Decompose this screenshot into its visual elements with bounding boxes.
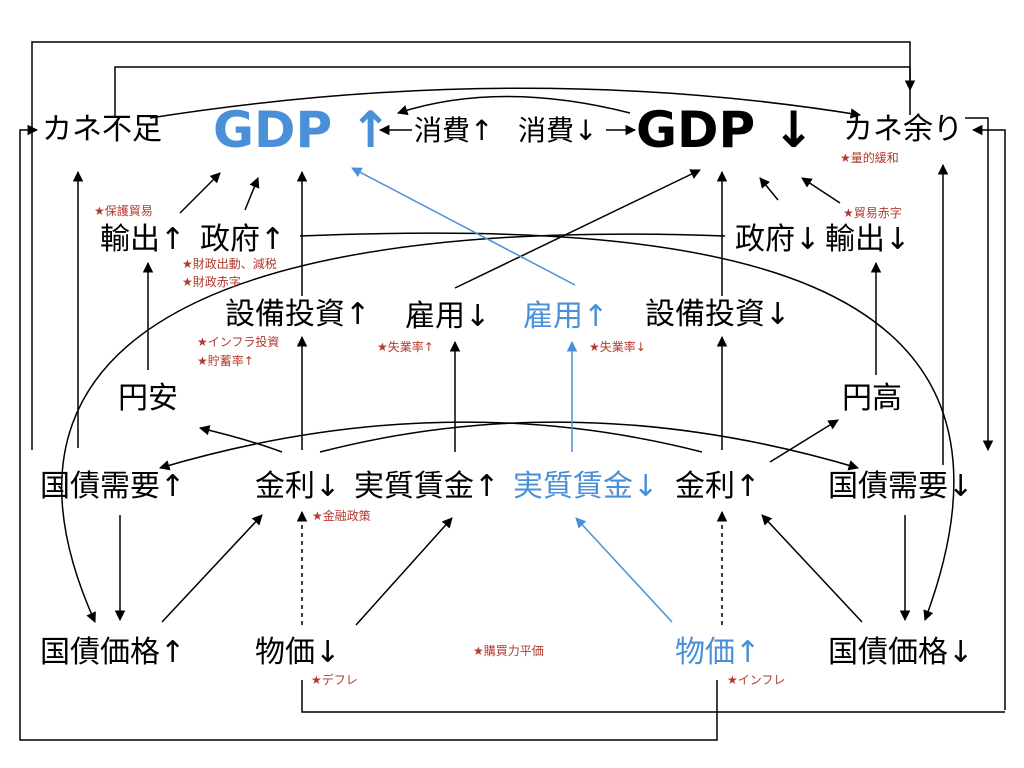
node-kokusai-juyo-up: 国債需要↑ (40, 469, 186, 504)
node-kinri-up: 金利↑ (675, 469, 761, 504)
loop-outer-top (31, 41, 916, 450)
node-kokusai-juyo-down: 国債需要↓ (828, 469, 974, 504)
loop-bottom-inner (301, 680, 1005, 713)
annotation-infura: ★インフラ投資 (197, 335, 280, 349)
node-gdp-down: GDP ↓ (636, 101, 815, 159)
node-koyo-up: 雇用↑ (523, 299, 609, 334)
arrow-bukka-up-to-jisshitsu-down (575, 517, 673, 623)
arrow-kakaku-down-to-kinri-up (761, 514, 863, 623)
node-gdp-up: GDP ↑ (213, 101, 392, 159)
annotation-boeki-akaji: ★貿易赤字 (843, 206, 902, 220)
arrow-seifu-to-gdp-up (244, 177, 260, 211)
node-bukka-down: 物価↓ (255, 635, 341, 670)
annotation-shitsugyo-down: ★失業率↓ (589, 340, 646, 354)
curve-kinri-down-to-kokusai-juyo-down (319, 421, 860, 471)
node-shohi-up: 消費↑ (414, 114, 494, 147)
annotation-kobairyoku: ★購買力平価 (473, 644, 544, 658)
annotation-infure: ★インフレ (727, 673, 786, 687)
annotation-shitsugyo-up: ★失業率↑ (377, 340, 434, 354)
curve-seifu-up-to-kokusai-kakaku-down (299, 232, 955, 621)
node-kokusai-kakaku-up: 国債価格↑ (40, 635, 186, 670)
annotation-chochiku: ★貯蓄率↑ (197, 354, 254, 368)
curve-gdp-down-to-gdp-up (397, 95, 631, 116)
arrow-koyo-down-to-gdp-down (454, 169, 701, 289)
node-enyasu: 円安 (118, 381, 178, 416)
node-koyo-down: 雇用↓ (405, 299, 491, 334)
node-shohi-down: 消費↓ (518, 114, 598, 147)
node-setsubi-up: 設備投資↑ (225, 297, 371, 332)
annotation-defure: ★デフレ (311, 673, 358, 687)
arrow-yushutsu-to-gdp-up (179, 172, 221, 214)
node-jisshitsu-down: 実質賃金↓ (513, 469, 659, 504)
annotation-zaisei-shutsudo: ★財政出動、減税 (182, 257, 277, 271)
arrow-kakaku-up-to-kinri-down (161, 514, 263, 623)
curve-kane-busoku-to-kane-amari (149, 87, 862, 119)
loop-left-outer (19, 124, 718, 741)
arrow-bukka-down-to-jisshitsu-up (355, 517, 453, 626)
arrow-kinri-up-to-endaka (769, 419, 839, 463)
arrow-yushutsu-down-to-gdp-down (801, 177, 841, 204)
node-yushutsu-up: 輸出↑ (100, 222, 186, 257)
node-seifu-up: 政府↑ (200, 222, 286, 257)
loop-right-outer (971, 124, 1006, 710)
node-kane-busoku: カネ不足 (42, 112, 162, 147)
arrow-seifu-down-to-gdp-down (759, 177, 779, 201)
node-kinri-down: 金利↓ (255, 469, 341, 504)
annotation-kinyu-seisaku: ★金融政策 (312, 509, 371, 523)
arrow-koyo-up-to-gdp-up (351, 167, 576, 286)
node-setsubi-down: 設備投資↓ (645, 297, 791, 332)
loop-right-inner (965, 117, 994, 452)
annotation-hogo-boeki: ★保護貿易 (94, 204, 153, 218)
node-kokusai-kakaku-down: 国債価格↓ (828, 635, 974, 670)
curve-kinri-down-to-enyasu (198, 425, 283, 453)
annotation-ryoteki-kanwa: ★量的緩和 (840, 151, 899, 165)
annotation-zaisei-akaji: ★財政赤字 (182, 275, 241, 289)
node-bukka-up: 物価↑ (675, 635, 761, 670)
node-yushutsu-down: 輸出↓ (825, 222, 911, 257)
loop-second-top (114, 66, 911, 118)
node-seifu-down: 政府↓ (735, 222, 821, 257)
node-jisshitsu-up: 実質賃金↑ (354, 469, 500, 504)
curve-seifu-down-to-kokusai-kakaku-up (61, 233, 726, 623)
node-kane-amari: カネ余り (843, 112, 963, 147)
curve-kinri-up-to-kokusai-juyo-up (158, 421, 703, 471)
node-endaka: 円高 (842, 381, 902, 416)
